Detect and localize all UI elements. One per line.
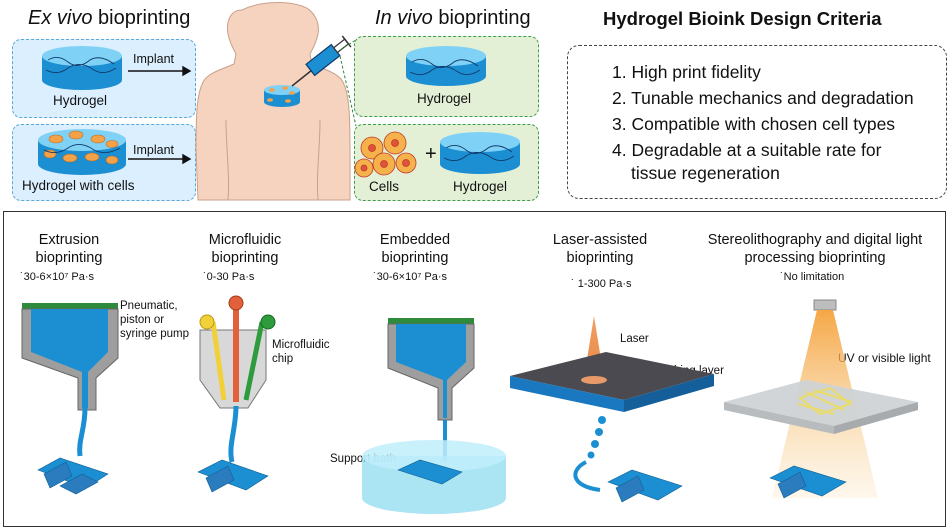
hydrogel-disc-icon	[42, 46, 122, 90]
method-1-viscosity: ˙30-6×10⁷ Pa·s	[20, 271, 94, 283]
ex-vivo-hydrogel-cells-label: Hydrogel with cells	[22, 178, 135, 193]
criteria-item-4: 4. Degradable at a suitable rate for	[612, 140, 882, 160]
sla-scaffold-icon	[769, 465, 847, 499]
cells-cluster-icon	[354, 131, 417, 178]
method-4-viscosity: ˙ 1-300 Pa·s	[571, 278, 632, 290]
criteria-item-4-cont: tissue regeneration	[631, 163, 780, 183]
in-vivo-cells-label: Cells	[369, 179, 400, 194]
method-3-viscosity: ˙30-6×10⁷ Pa·s	[373, 271, 447, 283]
in-vivo-hydrogel-disc-2-icon	[440, 132, 520, 174]
microfluidic-chip-icon	[199, 295, 276, 463]
criteria-item-2: 2. Tunable mechanics and degradation	[612, 88, 914, 108]
absorbing-layer-plate-icon	[510, 352, 714, 412]
method-5-viscosity: ˙No limitation	[780, 271, 845, 283]
implant-label-2: Implant	[133, 143, 174, 157]
extrusion-scaffold-icon	[37, 457, 109, 495]
criteria-item-1: 1. High print fidelity	[612, 62, 761, 82]
in-vivo-hydrogel-disc-icon	[406, 46, 486, 86]
implanted-scaffold-icon	[264, 85, 300, 107]
ex-vivo-hydrogel-label: Hydrogel	[53, 93, 108, 108]
implant-label-1: Implant	[133, 52, 174, 66]
resin-vat-plate-icon	[724, 380, 918, 434]
in-vivo-hydrogel-label: Hydrogel	[417, 91, 472, 106]
laser-scaffold-icon	[607, 469, 683, 503]
ex-vivo-title: Ex vivo bioprinting	[28, 7, 191, 29]
criteria-box	[567, 45, 947, 199]
in-vivo-title: In vivo bioprinting	[375, 7, 531, 29]
support-bath-icon	[362, 440, 506, 514]
extrusion-nozzle-icon	[21, 303, 119, 457]
in-vivo-hydrogel-label-2: Hydrogel	[453, 179, 508, 194]
methods-panel	[3, 211, 946, 527]
hydrogel-with-cells-disc-icon	[38, 129, 126, 175]
plus-sign: +	[425, 143, 437, 165]
criteria-item-3: 3. Compatible with chosen cell types	[612, 114, 896, 134]
criteria-title: Hydrogel Bioink Design Criteria	[603, 8, 882, 29]
syringe-icon	[291, 35, 357, 127]
method-4-laser-label: Laser	[620, 333, 649, 345]
droplets-icon	[573, 416, 606, 492]
microfluidic-scaffold-icon	[197, 459, 269, 493]
method-5-light-label: UV or visible light	[838, 351, 931, 365]
method-2-viscosity: ˙0-30 Pa·s	[203, 271, 255, 283]
implant-arrow-icon	[128, 65, 192, 165]
